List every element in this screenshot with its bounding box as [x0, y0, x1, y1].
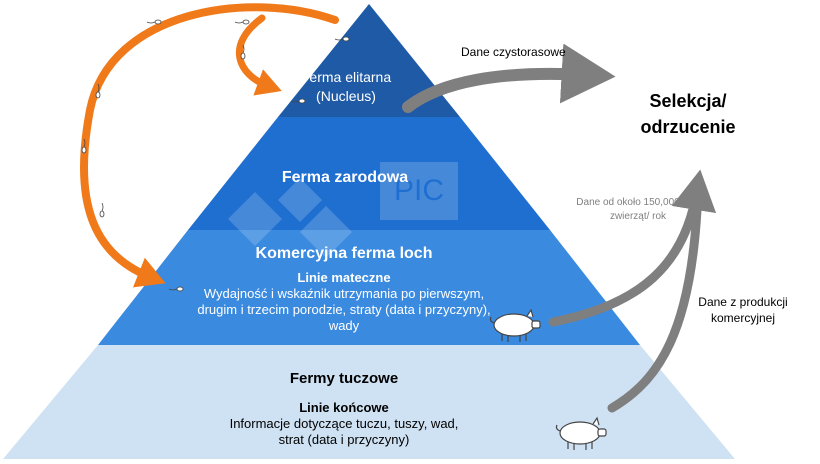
commercial-sow-detail: wady	[328, 318, 360, 333]
finishing-detail: strat (data i przyczyny)	[279, 432, 410, 447]
commercial-sow-detail: drugim i trzecim porodzie, straty (data …	[197, 302, 490, 317]
semen-icon	[81, 138, 87, 154]
semen-icon	[234, 19, 250, 25]
semen-icon	[99, 202, 105, 218]
outcome-line: Selekcja/	[649, 91, 726, 111]
semen-icon	[95, 83, 101, 99]
semen-icon	[290, 98, 306, 104]
pig-icon	[489, 308, 541, 342]
finishing-detail: Informacje dotyczące tuczu, tuszy, wad,	[230, 416, 459, 431]
sow-data-label: zwierząt/ rok	[610, 211, 667, 222]
commercial-sow-title: Komercyjna ferma loch	[256, 245, 433, 262]
outcome-line: odrzucenie	[640, 117, 735, 137]
nucleus-subtitle: (Nucleus)	[316, 88, 376, 104]
nucleus-title: Ferma elitarna	[301, 69, 391, 85]
sow-data-arrow	[548, 169, 717, 327]
pig-icon	[555, 416, 607, 450]
purebred-data-label: Dane czystorasowe	[461, 45, 566, 59]
watermark-logo: PIC	[228, 162, 458, 258]
gene-flow-arrows	[80, 3, 339, 288]
commercial-data-label: komercyjnej	[711, 311, 775, 325]
nucleus-to-commercial-arrow	[80, 3, 339, 288]
data-flow-arrows	[402, 43, 717, 413]
purebred-data-arrow	[402, 43, 616, 113]
semen-icon	[240, 44, 246, 60]
commercial-sow-detail: Wydajność i wskaźnik utrzymania po pierw…	[204, 286, 484, 301]
svg-text:PIC: PIC	[394, 174, 444, 207]
multiplier-title: Ferma zarodowa	[282, 169, 408, 186]
semen-icon	[146, 19, 162, 25]
sow-data-label: Dane od około 150,000	[576, 197, 680, 208]
tier-finishing	[3, 345, 735, 459]
semen-icons	[81, 19, 350, 292]
finishing-title: Fermy tuczowe	[290, 370, 398, 387]
finishing-line-label: Linie końcowe	[299, 400, 389, 415]
commercial-data-arrow	[607, 205, 702, 413]
semen-icon	[334, 36, 350, 42]
tier-nucleus	[278, 4, 460, 117]
commercial-sow-line-label: Linie mateczne	[297, 270, 390, 285]
tier-multiplier	[188, 117, 550, 230]
nucleus-to-multiplier-arrow	[235, 14, 282, 96]
commercial-data-label: Dane z produkcji	[698, 295, 787, 309]
semen-icon	[168, 286, 184, 292]
